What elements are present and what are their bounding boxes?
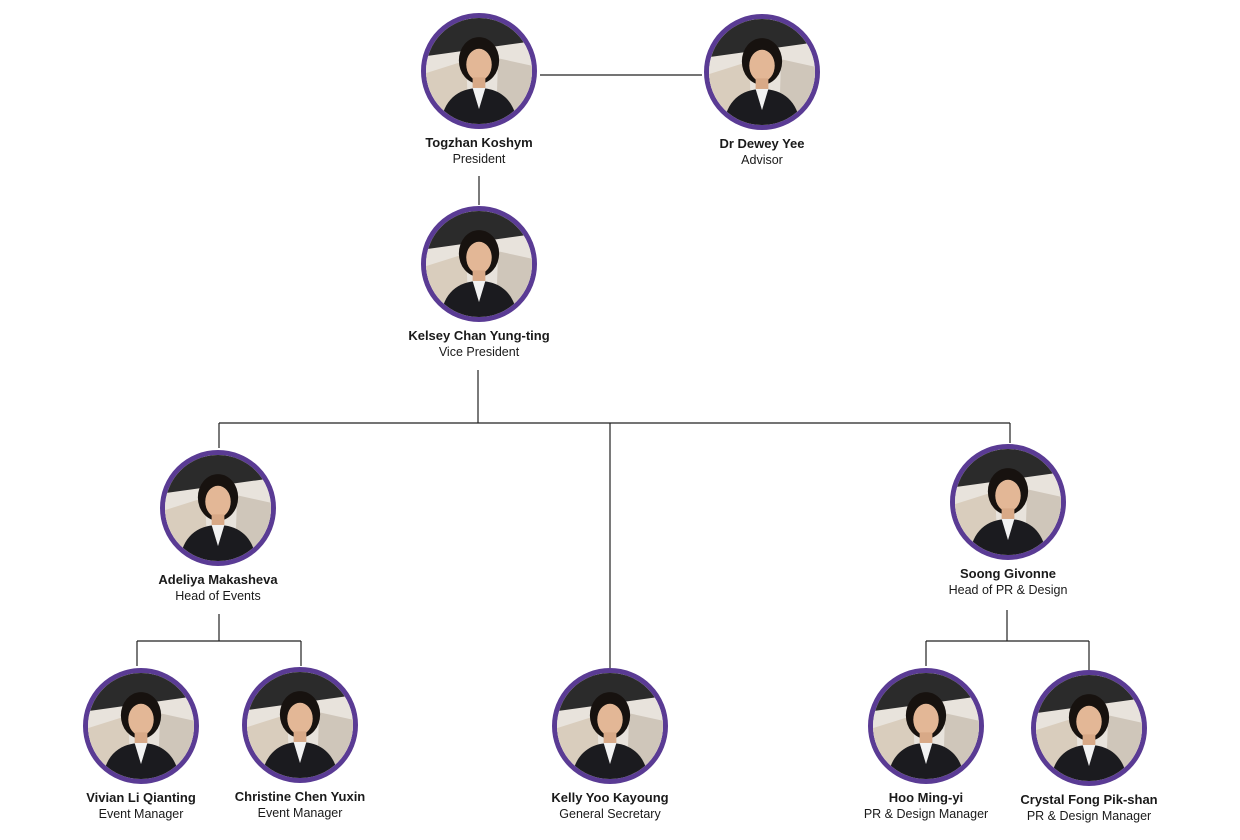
member-name: Kelly Yoo Kayoung [551,790,669,805]
portrait-graphic [247,672,353,778]
avatar-pr-manager-2 [1031,670,1147,786]
portrait-graphic [426,211,532,317]
member-role: PR & Design Manager [1026,809,1152,823]
person-portrait-icon [873,673,979,779]
node-pr-manager-2: Crystal Fong Pik-shan PR & Design Manage… [979,670,1199,825]
member-name: Adeliya Makasheva [158,572,278,587]
avatar-pr-manager-1 [868,668,984,784]
person-portrait-icon [1036,675,1142,781]
node-general-secretary: Kelly Yoo Kayoung General Secretary [500,668,720,823]
member-role: Event Manager [257,806,343,820]
person-portrait-icon [165,455,271,561]
member-role: General Secretary [559,807,661,821]
member-role: Advisor [741,153,783,167]
member-name: Dr Dewey Yee [719,136,805,151]
person-portrait-icon [426,18,532,124]
person-portrait-icon [247,672,353,778]
member-name: Hoo Ming-yi [888,790,964,805]
person-portrait-icon [557,673,663,779]
member-role: Head of Events [175,589,261,603]
node-president: Togzhan Koshym President [369,13,589,168]
person-portrait-icon [709,19,815,125]
portrait-graphic [557,673,663,779]
avatar-general-secretary [552,668,668,784]
member-name: Togzhan Koshym [425,135,533,150]
person-portrait-icon [88,673,194,779]
member-role: PR & Design Manager [863,807,989,821]
portrait-graphic [955,449,1061,555]
member-name: Christine Chen Yuxin [234,789,366,804]
node-head-events: Adeliya Makasheva Head of Events [108,450,328,605]
portrait-graphic [165,455,271,561]
person-portrait-icon [955,449,1061,555]
avatar-head-pr [950,444,1066,560]
member-name: Crystal Fong Pik-shan [1020,792,1158,807]
node-advisor: Dr Dewey Yee Advisor [652,14,872,169]
member-role: Head of PR & Design [948,583,1068,597]
member-name: Soong Givonne [959,566,1057,581]
avatar-head-events [160,450,276,566]
member-name: Vivian Li Qianting [86,790,196,805]
avatar-event-manager-1 [83,668,199,784]
avatar-president [421,13,537,129]
portrait-graphic [426,18,532,124]
node-head-pr: Soong Givonne Head of PR & Design [898,444,1118,599]
portrait-graphic [709,19,815,125]
avatar-advisor [704,14,820,130]
person-portrait-icon [426,211,532,317]
node-vice-president: Kelsey Chan Yung-ting Vice President [369,206,589,361]
avatar-event-manager-2 [242,667,358,783]
avatar-vice-president [421,206,537,322]
portrait-graphic [1036,675,1142,781]
member-name: Kelsey Chan Yung-ting [408,328,550,343]
member-role: President [452,152,506,166]
node-event-manager-2: Christine Chen Yuxin Event Manager [190,667,410,822]
member-role: Vice President [438,345,520,359]
node-event-manager-1: Vivian Li Qianting Event Manager [31,668,251,823]
member-role: Event Manager [98,807,184,821]
portrait-graphic [88,673,194,779]
node-pr-manager-1: Hoo Ming-yi PR & Design Manager [816,668,1036,823]
portrait-graphic [873,673,979,779]
